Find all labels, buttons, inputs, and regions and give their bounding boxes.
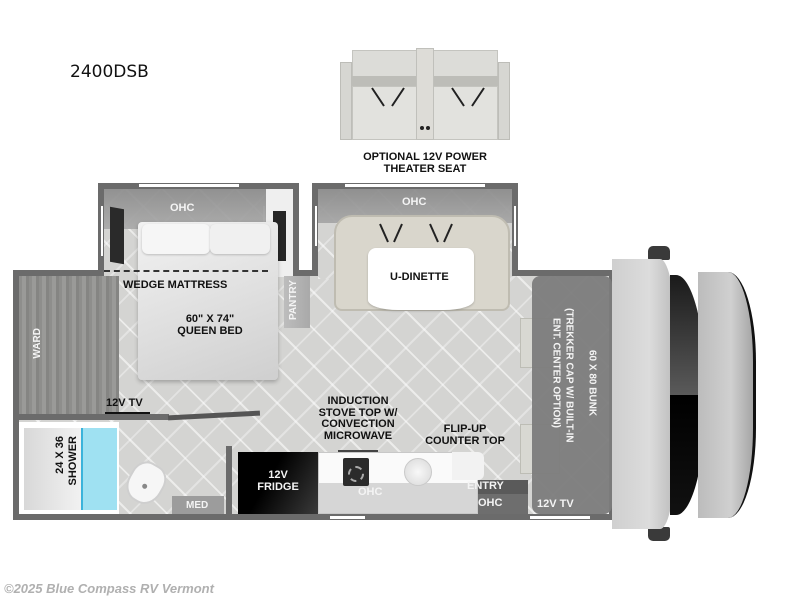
entry-label: ENTRY	[467, 480, 504, 492]
counter-label-line2: COUNTER TOP	[425, 434, 505, 447]
fridge-label: 12V FRIDGE	[248, 469, 308, 493]
theater-seat-label: OPTIONAL 12V POWER THEATER SEAT	[340, 151, 510, 175]
pantry-label: PANTRY	[288, 280, 299, 320]
copyright: ©2025 Blue Compass RV Vermont	[4, 581, 214, 596]
floorplan: OHC WEDGE MATTRESS 60" X 74" QUEEN BED P…	[13, 183, 756, 541]
wedge-mattress-line	[104, 270, 268, 272]
u-dinette-label: U-DINETTE	[390, 271, 449, 283]
stove-label-line4: MICROWAVE	[323, 429, 393, 442]
bunk-label-line3: ENT. CENTER OPTION)	[550, 318, 562, 429]
cab-tv-label: 12V TV	[537, 498, 574, 510]
entry-ohc-label: OHC	[478, 497, 503, 509]
dinette-ohc-label: OHC	[402, 196, 427, 208]
bedroom-wall-panel-left	[110, 206, 124, 265]
dinette-recline-icon	[379, 223, 453, 243]
counter-label-line1: FLIP-UP	[443, 423, 487, 435]
medicine-cabinet-label: MED	[186, 500, 209, 511]
bedroom-tv	[105, 412, 150, 415]
pantry	[284, 276, 310, 328]
bunk-label-line2: (TREKKER CAP W/ BUILT-IN	[563, 308, 575, 443]
flip-up-counter-label: FLIP-UP COUNTER TOP	[420, 423, 510, 447]
kitchen-ohc-label: OHC	[358, 486, 383, 498]
theater-seat-label-line2: THEATER SEAT	[383, 162, 467, 175]
fridge-label-line2: FRIDGE	[257, 480, 299, 493]
dinette-table	[368, 248, 474, 310]
stove-microwave-marker	[338, 450, 378, 452]
shower-glass	[81, 428, 117, 510]
shower-label-2: SHOWER	[67, 436, 80, 486]
stove-label-line1: INDUCTION	[327, 395, 389, 407]
induction-stove-icon	[343, 458, 369, 486]
bedroom-tv-label: 12V TV	[106, 397, 143, 409]
flip-up-counter	[452, 452, 484, 480]
fridge	[238, 452, 318, 514]
wedge-mattress-label: WEDGE MATTRESS	[123, 279, 228, 291]
cupholder-icon	[420, 126, 430, 131]
sink-icon	[404, 458, 432, 486]
bedroom-ohc-label: OHC	[170, 202, 195, 214]
pillow-icon	[142, 224, 210, 254]
medicine-cabinet	[172, 496, 224, 514]
stove-label: INDUCTION STOVE TOP W/ CONVECTION MICROW…	[310, 395, 406, 442]
shower-size: 24 X 36	[54, 436, 66, 474]
hood	[698, 272, 756, 518]
stove-label-line3: CONVECTION	[321, 418, 395, 431]
shower-label: 24 X 36	[54, 436, 67, 474]
wardrobe-label: WARD	[32, 328, 43, 359]
bunk-label-line1: 60 X 80 BUNK	[586, 350, 598, 417]
bed-size: 60" X 74"	[185, 313, 235, 325]
mirror-bottom	[648, 527, 670, 541]
shower-text: SHOWER	[67, 436, 79, 486]
model-title: 2400DSB	[70, 62, 149, 82]
theater-seat-illustration	[340, 48, 510, 143]
cab-roof	[612, 259, 674, 529]
entry-step	[478, 480, 528, 494]
fridge-label-line1: 12V	[268, 469, 288, 481]
stove-label-line2: STOVE TOP W/	[318, 406, 398, 419]
queen-bed-label: 60" X 74" QUEEN BED	[170, 313, 250, 337]
cab-bunk	[532, 276, 612, 514]
mirror-top	[648, 246, 670, 260]
pillow-icon	[210, 224, 270, 254]
bed-type: QUEEN BED	[177, 324, 243, 337]
theater-seat-label-line1: OPTIONAL 12V POWER	[363, 151, 487, 163]
recline-icon	[371, 87, 485, 107]
wardrobe	[19, 276, 119, 416]
